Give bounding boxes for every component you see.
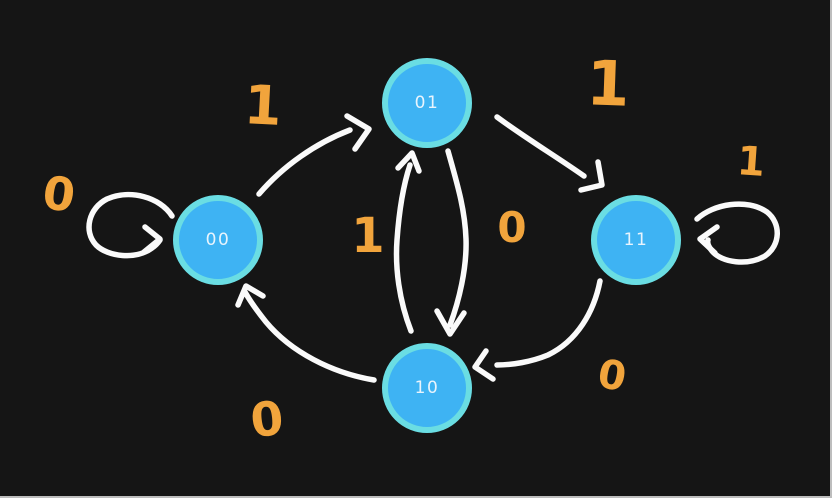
arrowhead-icon <box>697 224 720 256</box>
edge-10-01-arrow[interactable] <box>393 150 422 334</box>
node-00-label: 00 <box>205 230 231 250</box>
edge-00-00-self-loop-arrow[interactable] <box>86 191 175 259</box>
arrowhead-icon <box>235 283 266 308</box>
node-01-label: 01 <box>414 93 440 113</box>
arrowhead-icon <box>141 224 163 255</box>
node-10[interactable]: 10 <box>382 343 472 433</box>
edge-10-00-arrow[interactable] <box>235 283 377 383</box>
edge-label-10-01[interactable]: 1 <box>351 208 385 264</box>
arrowhead-icon <box>578 159 605 193</box>
edge-label-00-01[interactable]: 1 <box>242 73 284 138</box>
edge-label-11-11[interactable]: 1 <box>735 138 767 186</box>
edge-01-11-arrow[interactable] <box>494 114 605 193</box>
arrowhead-icon <box>434 308 467 337</box>
edge-label-01-11[interactable]: 1 <box>585 46 631 121</box>
edge-11-10-arrow[interactable] <box>472 278 603 382</box>
node-11[interactable]: 11 <box>591 195 681 285</box>
node-00[interactable]: 00 <box>173 195 263 285</box>
edge-label-01-10[interactable]: 0 <box>497 203 527 252</box>
edge-label-10-00[interactable]: 0 <box>247 390 287 450</box>
arrowhead-icon <box>344 113 372 152</box>
node-11-label: 11 <box>623 230 649 250</box>
arrowhead-icon <box>472 348 496 382</box>
edge-11-11-self-loop-arrow[interactable] <box>694 201 780 265</box>
edge-label-00-00[interactable]: 0 <box>39 165 79 223</box>
node-10-label: 10 <box>414 378 440 398</box>
edge-01-10-arrow[interactable] <box>434 148 469 337</box>
node-01[interactable]: 01 <box>382 58 472 148</box>
edge-00-01-arrow[interactable] <box>256 113 372 197</box>
arrowhead-icon <box>395 150 422 174</box>
